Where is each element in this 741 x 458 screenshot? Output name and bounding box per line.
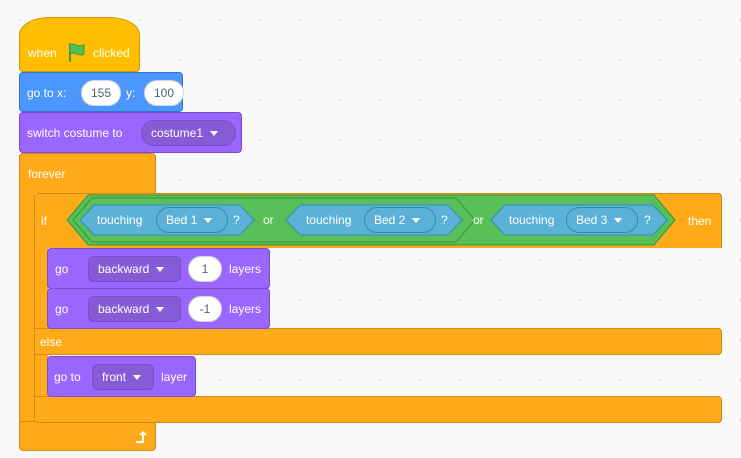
forever-bottom-arm: [19, 421, 156, 451]
layer-direction-dropdown[interactable]: backward: [88, 296, 181, 322]
go-backward-layers-block-2[interactable]: go backward -1 layers: [47, 288, 270, 329]
touching-label-2: touching: [306, 213, 352, 227]
if-label: if: [41, 214, 47, 228]
switch-costume-label: switch costume to: [27, 126, 123, 140]
when-flag-clicked-block[interactable]: when clicked: [19, 17, 140, 72]
layer-position-dropdown[interactable]: front: [92, 364, 154, 390]
layers-amount-input[interactable]: 1: [188, 256, 222, 282]
question-mark-2: ?: [441, 213, 448, 227]
loop-arrow-icon: [136, 431, 147, 443]
y-label: y:: [126, 86, 136, 100]
touching-target-dropdown-1[interactable]: Bed 1: [156, 207, 228, 233]
or-label-2: or: [473, 213, 484, 227]
go-to-front-layer-block[interactable]: go to front layer: [47, 356, 196, 397]
chevron-down-icon: [204, 218, 213, 224]
if-left-arm: [34, 247, 48, 397]
touching-target-1: Bed 1: [166, 213, 198, 227]
if-bottom-arm: [34, 396, 722, 423]
chevron-down-icon: [133, 375, 142, 381]
forever-label: forever: [28, 167, 66, 181]
else-label: else: [40, 335, 63, 349]
touching-label-3: touching: [509, 213, 555, 227]
go-to-xy-block[interactable]: go to x: 155 y: 100: [19, 72, 184, 112]
forever-block[interactable]: forever: [19, 153, 156, 193]
or-label-1: or: [263, 213, 274, 227]
else-bar: else: [34, 328, 722, 355]
chevron-down-icon: [156, 307, 165, 313]
touching-target-dropdown-2[interactable]: Bed 2: [364, 207, 436, 233]
layer-direction-dropdown[interactable]: backward: [88, 256, 181, 282]
go-to-label: go to: [54, 370, 81, 384]
switch-costume-block[interactable]: switch costume to costume1: [19, 112, 242, 153]
go-to-x-label: go to x:: [27, 86, 67, 100]
y-input[interactable]: 100: [144, 80, 184, 106]
layers-label: layers: [229, 262, 262, 276]
layer-direction-value: backward: [98, 302, 150, 316]
then-label: then: [688, 214, 712, 228]
costume-dropdown[interactable]: costume1: [141, 120, 236, 146]
chevron-down-icon: [210, 131, 219, 137]
touching-target-3: Bed 3: [576, 213, 608, 227]
forever-left-arm: [19, 192, 35, 422]
chevron-down-icon: [412, 218, 421, 224]
go-backward-layers-block-1[interactable]: go backward 1 layers: [47, 248, 270, 289]
go-label: go: [55, 302, 69, 316]
layer-position-value: front: [102, 370, 127, 384]
green-flag-icon: [69, 43, 85, 62]
touching-target-2: Bed 2: [374, 213, 406, 227]
go-label: go: [55, 262, 69, 276]
when-label: when: [28, 46, 57, 60]
question-mark-1: ?: [233, 213, 240, 227]
chevron-down-icon: [614, 218, 623, 224]
touching-target-dropdown-3[interactable]: Bed 3: [566, 207, 638, 233]
layers-label: layers: [229, 302, 262, 316]
layer-label: layer: [161, 370, 188, 384]
touching-label-1: touching: [97, 213, 143, 227]
costume-dropdown-value: costume1: [151, 126, 204, 140]
clicked-label: clicked: [93, 46, 130, 60]
layer-direction-value: backward: [98, 262, 150, 276]
x-input[interactable]: 155: [81, 80, 121, 106]
question-mark-3: ?: [644, 213, 651, 227]
chevron-down-icon: [156, 267, 165, 273]
layers-amount-input[interactable]: -1: [188, 296, 222, 322]
